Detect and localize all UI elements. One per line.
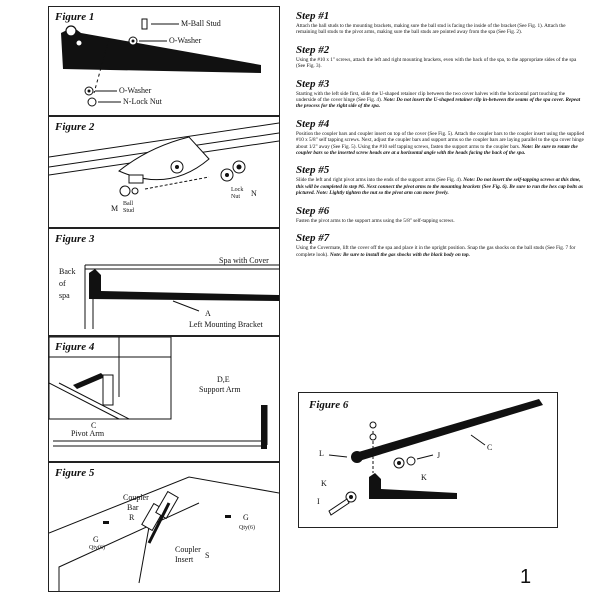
step-7-note: Note: Be sure to install the gas shocks … [329,251,470,258]
spa-with-cover-label: Spa with Cover [219,256,269,265]
figure-5-drawing [49,476,279,591]
spa-label: spa [59,291,70,300]
step-3-text: Starting with the left side first, slide… [296,90,581,110]
figure-3-title: Figure 3 [55,233,95,245]
figure-1-title: Figure 1 [55,11,95,23]
figure-2: Figure 2 M Ball Stud Lock Nut N [48,116,280,228]
s-label: S [205,551,210,560]
step-1-text: Attach the ball studs to the mounting br… [296,23,566,36]
figure-2-title: Figure 2 [55,121,95,133]
step-5: Step #5 Slide the left and right pivot a… [296,164,586,196]
left-mounting-bracket-label: Left Mounting Bracket [189,320,263,329]
step-3: Step #3 Starting with the left side firs… [296,78,586,110]
ball-stud-label: M-Ball Stud [181,19,221,28]
n-label: N [251,189,257,198]
step-6: Step #6 Fasten the pivot arms to the sup… [296,205,586,224]
figure-6-title: Figure 6 [309,399,349,411]
i-label: I [317,497,320,506]
step-1: Step #1 Attach the ball studs to the mou… [296,10,586,36]
figure-5-title: Figure 5 [55,467,95,479]
step-2: Step #2 Using the #10 x 1" screws, attac… [296,44,586,70]
r-label: R [129,513,135,522]
c-label: C [91,421,97,430]
g-left-label: G [93,535,99,544]
j-label: J [437,451,441,460]
figure-3: Figure 3 Back of spa Spa with Cover A Le… [48,228,280,336]
figure-2-drawing [49,122,279,197]
step-1-title: Step #1 [296,10,330,22]
de-label: D,E [217,375,230,384]
coupler-insert-label: Coupler [175,545,201,554]
figure-3-drawing [84,264,279,329]
qty-left-label: Qty(6) [89,545,105,551]
o-washer-label-bottom: O-Washer [119,86,152,95]
insert-label: Insert [175,555,194,564]
page-number: 1 [520,566,532,588]
figure-4: Figure 4 D,E Support Arm C Pivot Arm [48,336,280,462]
g-right-label: G [243,513,249,522]
step-5-note: Note: Do not insert the self-tapping scr… [296,177,584,197]
qty-right-label: Qty(6) [239,525,255,531]
step-7: Step #7 Using the Covermate, lift the co… [296,232,586,258]
figure-1-drawing [61,18,261,107]
step-6-text: Fasten the pivot arms to the support arm… [296,217,455,224]
step-4-note: Note: Be sure to rotate the coupler bars… [296,143,578,157]
nut-label: Nut [231,194,240,200]
step-3-title: Step #3 [296,77,330,90]
step-5-text: Slide the left and right pivot arms into… [296,177,584,197]
step-2-title: Step #2 [296,43,330,56]
figure-5: Figure 5 Coupler Bar R G Qty(6) G Qty(6)… [48,462,280,592]
step-4-text: Position the coupler bars and coupler in… [296,130,585,157]
step-7-title: Step #7 [296,232,330,245]
stud-label: Stud [123,208,135,214]
o-washer-label-top: O-Washer [169,36,202,45]
support-arm-label: Support Arm [199,385,241,394]
m-label: M [111,204,119,213]
step-4: Step #4 Position the coupler bars and co… [296,118,586,157]
ball-label: Ball [123,201,133,207]
pivot-arm-label: Pivot Arm [71,429,105,438]
l-label: L [319,449,324,458]
step-5-title: Step #5 [296,164,330,177]
step-6-title: Step #6 [296,204,330,217]
of-label: of [59,279,66,288]
figure-6-drawing [328,399,543,516]
figure-4-title: Figure 4 [55,341,95,353]
figure-1: Figure 1 M-Ball Stud O-Washer O-Washer N… [48,6,280,116]
lock-nut-label: N-Lock Nut [123,97,162,106]
instruction-steps: Step #1 Attach the ball studs to the mou… [296,10,586,266]
step-3-note: Note: Do not insert the U-shaped retaine… [296,97,581,110]
step-2-text: Using the #10 x 1" screws, attach the le… [296,56,577,70]
coupler-bar-label: Coupler [123,493,149,502]
a-label: A [205,309,211,318]
lock-label: Lock [231,187,244,193]
figure-4-drawing [49,337,268,449]
c-label: C [487,443,493,452]
k-right-label: K [421,473,427,482]
step-4-title: Step #4 [296,117,330,130]
k-left-label: K [321,479,327,488]
bar-label: Bar [127,503,139,512]
step-7-text: Using the Covermate, lift the cover off … [296,245,576,258]
back-label: Back [59,267,76,276]
figure-6: Figure 6 L C J K K I [298,392,558,528]
